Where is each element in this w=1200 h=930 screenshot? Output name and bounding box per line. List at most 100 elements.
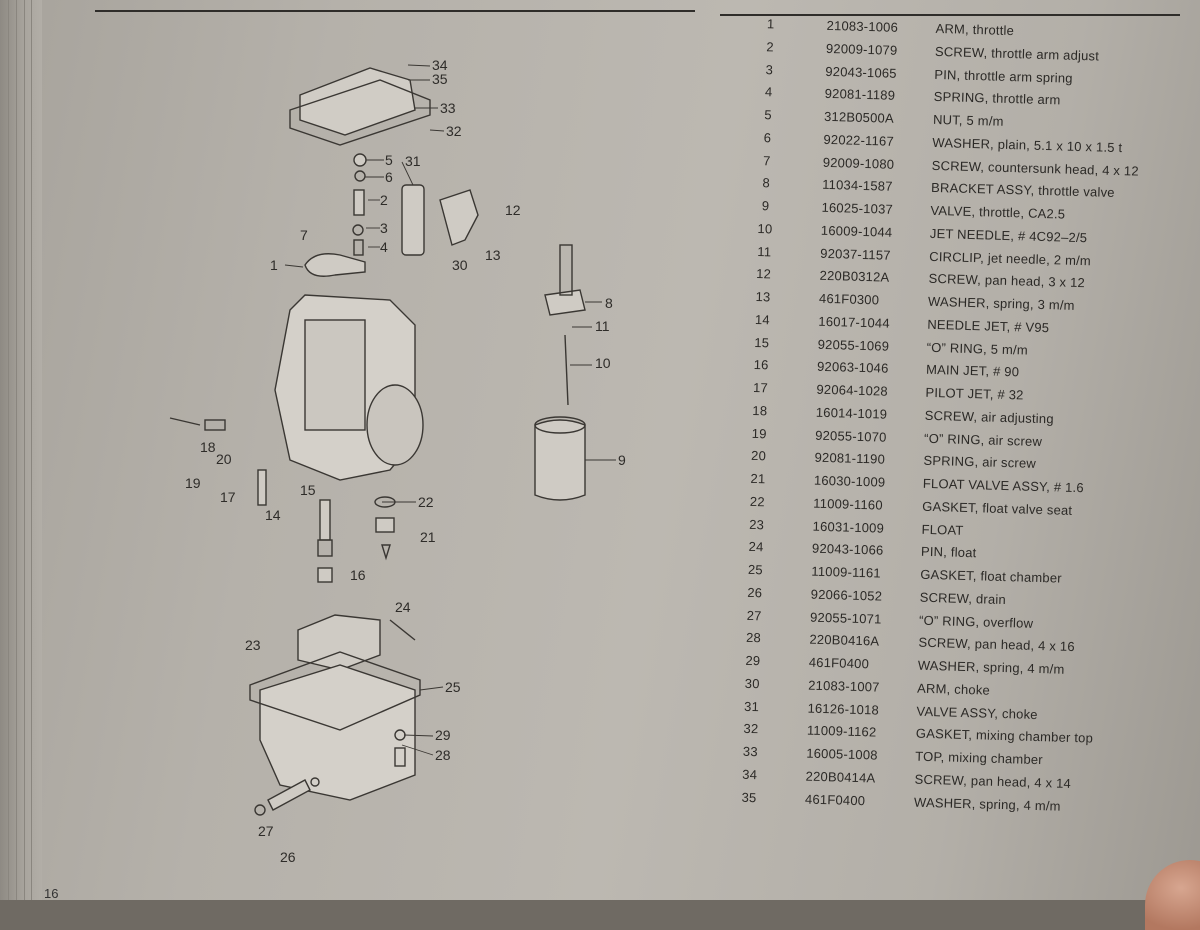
part-description: NEEDLE JET, # V95	[927, 316, 1050, 335]
part-description: FLOAT	[921, 521, 964, 538]
callout-15: 15	[300, 482, 316, 498]
parts-ref-number: 11	[757, 243, 772, 259]
part-number: 11009-1160	[813, 495, 883, 513]
part-number: 92055-1070	[815, 427, 887, 445]
parts-ref-number: 27	[746, 607, 762, 623]
parts-ref-number: 7	[762, 152, 771, 168]
callout-18: 18	[200, 439, 216, 455]
callout-17: 17	[220, 489, 236, 505]
part-number: 21083-1006	[826, 17, 899, 35]
callout-35: 35	[432, 71, 448, 87]
part-number: 92009-1079	[825, 40, 898, 58]
callout-23: 23	[245, 637, 261, 653]
page-stack-edge	[0, 0, 42, 900]
callout-16: 16	[350, 567, 366, 583]
parts-ref-number: 30	[744, 675, 760, 692]
part-description: SCREW, countersunk head, 4 x 12	[931, 157, 1140, 179]
part-description: VALVE, throttle, CA2.5	[930, 202, 1066, 222]
parts-ref-number: 6	[763, 129, 772, 146]
part-number: 16009-1044	[820, 222, 893, 240]
callout-34: 34	[432, 57, 448, 73]
part-description: SCREW, pan head, 4 x 14	[914, 771, 1072, 791]
part-number: 16005-1008	[806, 745, 878, 763]
parts-ref-number: 17	[752, 379, 769, 396]
callout-25: 25	[445, 679, 461, 695]
part-number: 11034-1587	[821, 177, 893, 195]
part-description: “O” RING, overflow	[918, 612, 1034, 631]
part-number: 92037-1157	[820, 245, 891, 263]
part-number: 92043-1066	[811, 540, 884, 558]
part-description: PIN, throttle arm spring	[934, 66, 1073, 86]
part-description: PIN, float	[920, 543, 977, 561]
part-description: VALVE ASSY, choke	[916, 703, 1038, 722]
callout-2: 2	[380, 192, 388, 208]
part-description: JET NEEDLE, # 4C92–2/5	[929, 225, 1088, 245]
part-number: 312B0500A	[823, 108, 895, 126]
parts-ref-number: 18	[752, 402, 768, 419]
parts-ref-number: 26	[747, 584, 763, 601]
leader-lines	[284, 64, 616, 756]
part-description: SPRING, throttle arm	[933, 89, 1061, 108]
part-number: 220B0416A	[809, 631, 880, 649]
callout-27: 27	[258, 823, 274, 839]
parts-ref-number: 4	[764, 84, 773, 100]
callout-labels: 1 2 3 4 5 6 7 8 9 10 11 12 13 14 15 16 1…	[185, 57, 626, 865]
part-description: SCREW, throttle arm adjust	[934, 43, 1100, 64]
parts-ref-number: 25	[747, 561, 764, 578]
part-number: 11009-1161	[811, 563, 882, 581]
callout-8: 8	[605, 295, 613, 311]
part-number: 11009-1162	[806, 722, 877, 740]
callout-9: 9	[618, 452, 626, 468]
parts-ref-number: 14	[754, 311, 771, 328]
part-description: “O” RING, air screw	[923, 430, 1043, 449]
callout-7: 7	[300, 227, 308, 243]
part-description: CIRCLIP, jet needle, 2 m/m	[929, 248, 1092, 268]
part-number: 16017-1044	[818, 313, 890, 331]
part-number: 92064-1028	[816, 381, 889, 399]
parts-ref-number: 10	[757, 220, 773, 237]
callout-22: 22	[418, 494, 434, 510]
part-description: WASHER, spring, 4 m/m	[917, 657, 1065, 677]
callout-10: 10	[595, 355, 611, 371]
parts-ref-number: 28	[745, 630, 762, 646]
part-description: SCREW, drain	[919, 589, 1007, 607]
part-number: 92081-1189	[824, 86, 896, 104]
parts-ref-number: 5	[764, 107, 773, 123]
callout-24: 24	[395, 599, 411, 615]
part-description: “O” RING, 5 m/m	[926, 339, 1029, 358]
part-number: 92081-1190	[814, 449, 886, 467]
parts-ref-number: 21	[750, 470, 766, 487]
callout-12: 12	[505, 202, 521, 218]
header-rule-left	[95, 10, 695, 12]
parts-ref-number: 13	[755, 288, 771, 305]
part-number: 16025-1037	[821, 199, 894, 217]
parts-ref-number: 31	[743, 698, 760, 714]
parts-ref-number: 15	[754, 334, 770, 350]
callout-6: 6	[385, 169, 393, 185]
callout-30: 30	[452, 257, 468, 273]
parts-ref-number: 24	[748, 539, 764, 555]
part-number: 92009-1080	[822, 154, 895, 172]
part-description: SCREW, pan head, 3 x 12	[928, 271, 1086, 291]
callout-13: 13	[485, 247, 501, 263]
callout-11: 11	[595, 318, 610, 334]
callout-4: 4	[380, 239, 388, 255]
part-description: WASHER, spring, 4 m/m	[913, 794, 1061, 814]
part-description: WASHER, spring, 3 m/m	[927, 293, 1075, 313]
parts-ref-number: 19	[751, 425, 767, 441]
page-number: 16	[44, 886, 59, 901]
callout-33: 33	[440, 100, 456, 116]
part-number: 92055-1069	[817, 336, 890, 354]
part-description: SCREW, air adjusting	[924, 407, 1054, 427]
part-number: 16014-1019	[815, 404, 888, 422]
part-description: FLOAT VALVE ASSY, # 1.6	[922, 475, 1084, 496]
part-number: 16031-1009	[812, 518, 885, 536]
callout-28: 28	[435, 747, 451, 763]
parts-ref-number: 34	[742, 766, 758, 782]
callout-21: 21	[420, 529, 436, 545]
part-description: PILOT JET, # 32	[925, 384, 1024, 403]
part-number: 220B0414A	[805, 768, 876, 786]
part-number: 220B0312A	[819, 268, 890, 285]
